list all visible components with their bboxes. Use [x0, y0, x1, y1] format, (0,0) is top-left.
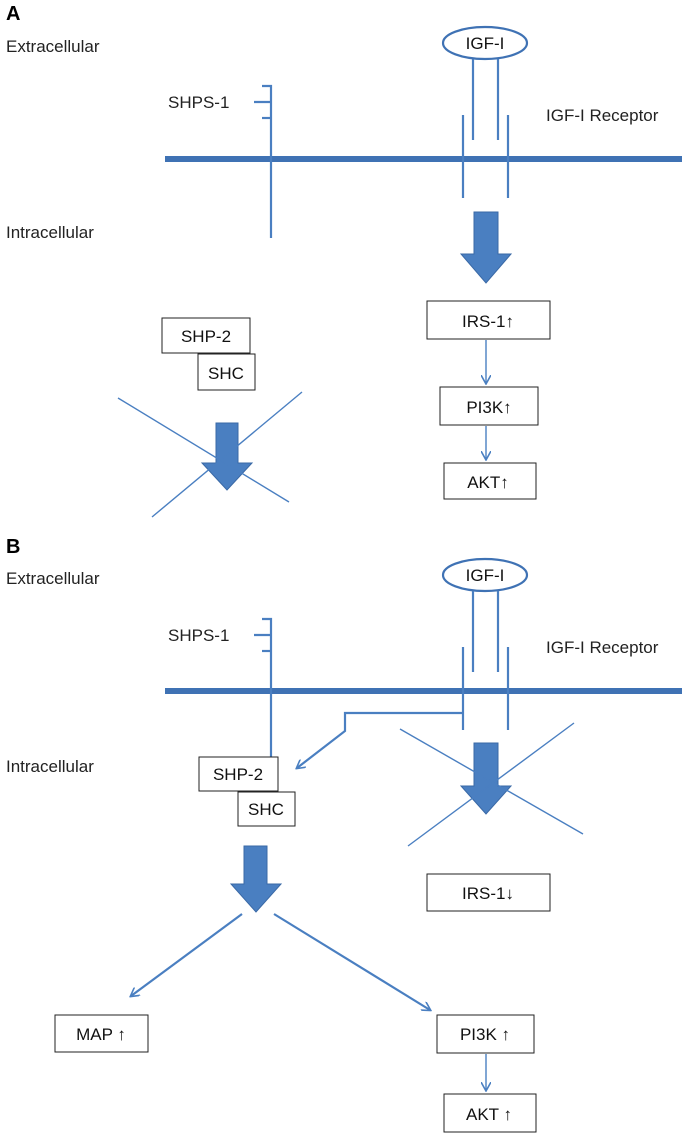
panel-b-shp2-label: SHP-2: [213, 765, 263, 784]
panel-b-shc-box: [237, 791, 296, 827]
panel-a-shp2-label: SHP-2: [181, 327, 231, 346]
panel-a-label: A: [6, 3, 20, 25]
panel-b-shc-label: SHC: [248, 800, 284, 819]
panel-b: B Extracellular Intracellular SHPS-1 IGF…: [6, 536, 682, 1133]
panel-b-arrow-to-pi3k: [273, 913, 430, 1010]
panel-b-pi3k-box: [436, 1014, 535, 1054]
panel-b-map-box: [54, 1014, 149, 1053]
panel-a-receptor-label: IGF-I Receptor: [546, 106, 659, 125]
panel-b-irs1-label: IRS-1↓: [462, 884, 514, 903]
panel-b-extracellular-label: Extracellular: [6, 569, 100, 588]
panel-b-igf1-label: IGF-I: [466, 566, 505, 585]
panel-b-cross-line-1: [399, 728, 584, 835]
panel-b-pi3k-label: PI3K ↑: [460, 1025, 510, 1044]
panel-a-cross-line-2: [151, 391, 303, 518]
panel-b-igf1-receptor: [461, 591, 510, 730]
panel-a-shc-label: SHC: [208, 364, 244, 383]
panel-a-igf1-label: IGF-I: [466, 34, 505, 53]
panel-b-akt-label: AKT ↑: [466, 1105, 512, 1124]
panel-b-igf1-ligand: [441, 557, 529, 593]
panel-b-intracellular-label: Intracellular: [6, 757, 94, 776]
panel-b-signal-arrow: [229, 845, 283, 913]
panel-b-shps1-label: SHPS-1: [168, 626, 229, 645]
panel-b-map-label: MAP ↑: [76, 1025, 126, 1044]
panel-a-igf1-ligand: [441, 25, 529, 61]
panel-a-pi3k-box: [439, 386, 539, 426]
panel-a-signal-arrow: [459, 211, 513, 284]
panel-a-cross-line-1: [117, 397, 290, 503]
panel-a-irs1-box: [426, 300, 551, 340]
panel-b-irs1-box: [426, 873, 551, 912]
panel-a-extracellular-label: Extracellular: [6, 37, 100, 56]
panel-b-akt-box: [443, 1093, 537, 1133]
panel-a-pi3k-label: PI3K↑: [466, 398, 511, 417]
panel-b-shps1-receptor: [254, 617, 273, 758]
panel-a-shc-box: [197, 353, 256, 391]
panel-a-akt-label: AKT↑: [467, 473, 509, 492]
panel-a-shps1-receptor: [254, 84, 273, 238]
panel-a-blocked-arrow: [200, 422, 254, 491]
panel-b-receptor-label: IGF-I Receptor: [546, 638, 659, 657]
panel-a-akt-box: [443, 462, 537, 500]
panel-b-cross-line-2: [407, 722, 575, 847]
panel-a-shp2-box: [161, 317, 251, 354]
panel-b-shp2-box: [198, 756, 279, 792]
panel-a-intracellular-label: Intracellular: [6, 223, 94, 242]
panel-a: A Extracellular Intracellular SHPS-1 IGF…: [6, 3, 682, 518]
panel-a-irs1-label: IRS-1↑: [462, 312, 514, 331]
panel-a-igf1-receptor: [461, 59, 510, 198]
panel-b-recruit-arrow: [297, 711, 463, 768]
panel-b-arrow-to-map: [131, 913, 243, 996]
panel-b-label: B: [6, 536, 20, 558]
panel-a-shps1-label: SHPS-1: [168, 93, 229, 112]
